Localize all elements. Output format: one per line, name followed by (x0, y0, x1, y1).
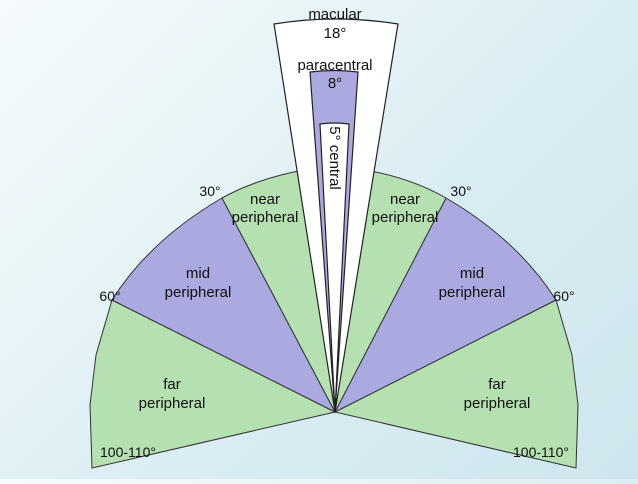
near-peripheral-left-label-2: peripheral (232, 209, 299, 226)
deg-30-right-label: 30° (450, 183, 471, 199)
central-wedge (319, 122, 350, 413)
deg-30-left-label: 30° (199, 183, 220, 199)
deg-60-left-label: 60° (99, 288, 120, 304)
deg-60-right-label: 60° (553, 288, 574, 304)
near-peripheral-right-label-1: near (390, 191, 420, 208)
paracentral-degree-label: 8° (328, 75, 342, 92)
mid-peripheral-right-wedge (333, 197, 557, 414)
macular-degree-label: 18° (324, 25, 347, 42)
near-peripheral-left-label-1: near (250, 191, 280, 208)
mid-peripheral-left-wedge (111, 197, 337, 414)
far-peripheral-right-label-2: peripheral (464, 395, 531, 412)
deg-100-110-left-label: 100-110° (100, 444, 156, 460)
far-peripheral-right-label-1: far (488, 376, 506, 393)
mid-peripheral-left-label-1: mid (186, 265, 210, 282)
paracentral-label: paracentral (297, 57, 372, 74)
deg-100-110-right-label: 100-110° (513, 444, 569, 460)
far-peripheral-left-label-2: peripheral (139, 395, 206, 412)
mid-peripheral-left-label-2: peripheral (165, 284, 232, 301)
mid-peripheral-right-label-2: peripheral (439, 284, 506, 301)
central-label: 5° central (326, 126, 343, 190)
macular-label: macular (308, 6, 361, 23)
far-peripheral-left-label-1: far (163, 376, 181, 393)
near-peripheral-right-label-2: peripheral (372, 209, 439, 226)
mid-peripheral-right-label-1: mid (460, 265, 484, 282)
